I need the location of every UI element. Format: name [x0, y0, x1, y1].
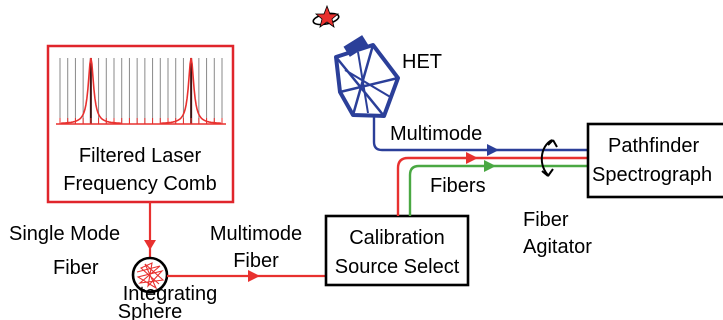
integrating-label-line2: Sphere — [118, 301, 183, 320]
red-calibration-fiber — [396, 152, 587, 216]
calibration-label-line1: Calibration — [349, 227, 445, 249]
comb-label-line1: Filtered Laser — [79, 145, 202, 167]
green-calibration-fiber — [408, 160, 587, 216]
pathfinder-spectrograph-box — [586, 122, 723, 199]
agitator-label-line1: Fiber — [523, 209, 569, 231]
comb-filter-envelope — [161, 57, 222, 125]
multimode-fiber-label-line1: Multimode — [210, 223, 302, 245]
comb-filter-envelope — [60, 57, 121, 125]
pathfinder-label-line2: Spectrograph — [592, 164, 712, 186]
het-telescope-icon — [334, 35, 400, 118]
comb-spectrum-icon — [56, 57, 226, 125]
het-multimode-fiber — [372, 116, 587, 156]
calibration-label-line2: Source Select — [335, 256, 460, 278]
multimode-fiber-label-line2: Fiber — [233, 250, 279, 272]
integrating-label-line1: Integrating — [123, 283, 218, 305]
pathfinder-label-line1: Pathfinder — [608, 135, 700, 157]
single-mode-label-line1: Single Mode — [9, 223, 120, 245]
fiber-agitator-rotation-icon — [540, 139, 558, 177]
multimode-fiber — [167, 270, 325, 282]
calibration-source-select-box — [324, 214, 470, 287]
agitator-label-line2: Agitator — [523, 236, 592, 258]
comb-label-line2: Frequency Comb — [63, 173, 216, 195]
multimode-top-label: Multimode — [390, 123, 482, 145]
single-mode-label-line2: Fiber — [53, 257, 99, 279]
het-label: HET — [402, 51, 442, 73]
star-shape — [314, 4, 340, 28]
single-mode-fiber — [144, 202, 156, 257]
fibers-label: Fibers — [430, 175, 486, 197]
star-orbit-icon — [312, 4, 340, 28]
